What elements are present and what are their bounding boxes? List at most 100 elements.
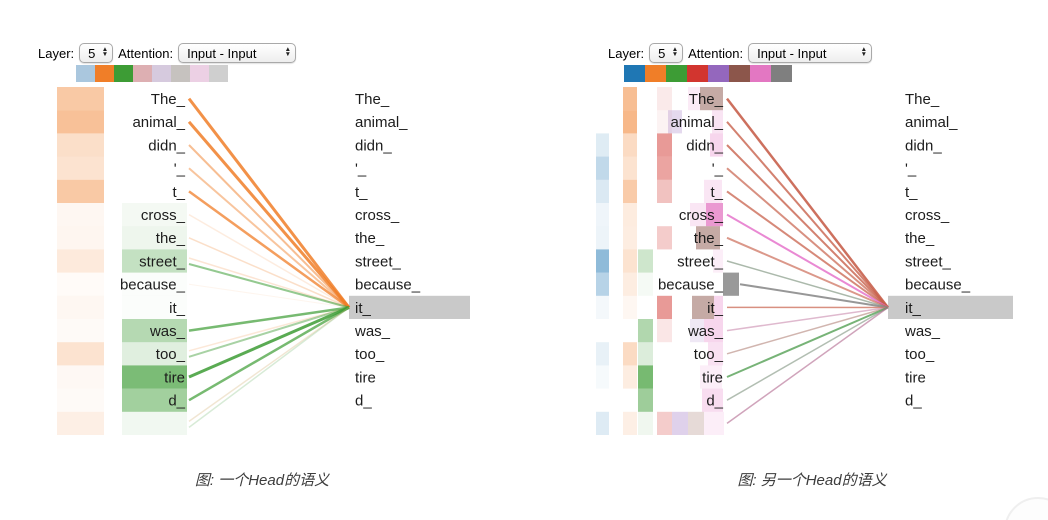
target-token-label[interactable]: it_: [355, 300, 372, 317]
target-token-label[interactable]: '_: [905, 161, 917, 178]
token-label[interactable]: cross_: [679, 207, 724, 224]
token-label[interactable]: The_: [689, 91, 724, 108]
token-label[interactable]: t_: [172, 184, 185, 201]
token-label[interactable]: too_: [694, 346, 724, 363]
heat-cell: [657, 319, 672, 343]
token-label[interactable]: it_: [707, 300, 724, 317]
target-token-label[interactable]: street_: [355, 253, 402, 270]
head-swatch-left-5[interactable]: [152, 65, 171, 82]
head-swatch-left-3[interactable]: [114, 65, 133, 82]
token-label[interactable]: because_: [120, 277, 186, 294]
head-swatch-right-4[interactable]: [687, 65, 708, 82]
target-token-label[interactable]: The_: [905, 91, 940, 108]
token-label[interactable]: street_: [139, 253, 186, 270]
target-token-label[interactable]: The_: [355, 91, 390, 108]
target-token-label[interactable]: because_: [355, 277, 421, 294]
token-label[interactable]: tire: [702, 369, 723, 386]
target-token-label[interactable]: was_: [354, 323, 391, 340]
head-swatch-right-1[interactable]: [624, 65, 645, 82]
target-token-label[interactable]: street_: [905, 253, 952, 270]
heat-cell: [668, 110, 682, 134]
target-token-label[interactable]: d_: [355, 393, 372, 410]
attention-line: [726, 190, 889, 309]
heat-cell: [623, 272, 637, 296]
token-label[interactable]: animal_: [132, 114, 185, 131]
attention-line: [188, 190, 350, 309]
token-label[interactable]: too_: [156, 346, 186, 363]
head-swatch-left-7[interactable]: [190, 65, 209, 82]
target-token-label[interactable]: didn_: [905, 137, 942, 154]
token-label[interactable]: d_: [168, 393, 185, 410]
token-label[interactable]: was_: [687, 323, 724, 340]
token-label[interactable]: because_: [658, 277, 724, 294]
target-token-label[interactable]: cross_: [355, 207, 400, 224]
head-swatch-left-1[interactable]: [76, 65, 95, 82]
token-label[interactable]: didn_: [686, 137, 723, 154]
head-swatch-right-5[interactable]: [708, 65, 729, 82]
layer-label: Layer:: [38, 45, 75, 61]
target-token-label[interactable]: '_: [355, 161, 367, 178]
token-label[interactable]: was_: [149, 323, 186, 340]
heat-cell: [700, 365, 722, 389]
head-swatch-right-6[interactable]: [729, 65, 750, 82]
heat-cell: [623, 249, 637, 273]
target-token-label[interactable]: didn_: [355, 137, 392, 154]
layer-select-right[interactable]: 5 ▲▼: [649, 43, 684, 63]
target-token-label[interactable]: too_: [905, 346, 935, 363]
heat-cell: [57, 87, 104, 111]
heat-cell: [623, 226, 637, 250]
token-label[interactable]: tire: [164, 369, 185, 386]
token-label[interactable]: cross_: [141, 207, 186, 224]
token-label[interactable]: the_: [694, 230, 724, 247]
token-label[interactable]: the_: [156, 230, 186, 247]
target-token-label[interactable]: because_: [905, 277, 971, 294]
token-label[interactable]: it_: [169, 300, 186, 317]
token-label[interactable]: d_: [706, 393, 723, 410]
head-swatch-right-3[interactable]: [666, 65, 687, 82]
target-token-label[interactable]: tire: [905, 369, 926, 386]
heat-cell: [657, 110, 672, 134]
token-label[interactable]: The_: [151, 91, 186, 108]
caption-right: 图: 另一个Head的语义: [737, 472, 887, 489]
head-swatch-right-8[interactable]: [771, 65, 792, 82]
target-token-label[interactable]: cross_: [905, 207, 950, 224]
target-token-label[interactable]: was_: [904, 323, 941, 340]
target-token-label[interactable]: too_: [355, 346, 385, 363]
head-swatch-left-8[interactable]: [209, 65, 228, 82]
heat-cell: [704, 179, 722, 203]
heat-cell: [57, 226, 104, 250]
head-palette-left: [76, 65, 228, 82]
head-swatch-left-4[interactable]: [133, 65, 152, 82]
token-label[interactable]: didn_: [148, 137, 185, 154]
head-swatch-left-6[interactable]: [171, 65, 190, 82]
target-token-label[interactable]: the_: [355, 230, 385, 247]
token-label[interactable]: '_: [712, 161, 724, 178]
heat-cell: [700, 87, 723, 111]
head-swatch-right-7[interactable]: [750, 65, 771, 82]
heat-cell: [57, 273, 104, 296]
stepper-icon: ▲▼: [101, 46, 109, 58]
target-token-label[interactable]: t_: [905, 184, 918, 201]
attention-line: [188, 283, 350, 308]
target-token-label[interactable]: it_: [905, 300, 922, 317]
stepper-icon: ▲▼: [671, 46, 679, 58]
attention-select-right[interactable]: Input - Input ▲▼: [748, 43, 873, 63]
attention-label: Attention:: [118, 45, 174, 61]
token-label[interactable]: animal_: [670, 114, 723, 131]
token-label[interactable]: t_: [710, 184, 723, 201]
target-token-label[interactable]: animal_: [355, 114, 408, 131]
attention-value: Input - Input: [187, 45, 257, 61]
heat-cell: [638, 388, 653, 412]
attention-select-left[interactable]: Input - Input ▲▼: [178, 43, 297, 63]
layer-select-left[interactable]: 5 ▲▼: [79, 43, 114, 63]
head-swatch-right-2[interactable]: [645, 65, 666, 82]
target-token-label[interactable]: the_: [905, 230, 935, 247]
head-swatch-left-2[interactable]: [95, 65, 114, 82]
target-token-label[interactable]: t_: [355, 184, 368, 201]
target-token-label[interactable]: d_: [905, 393, 922, 410]
token-label[interactable]: '_: [174, 161, 186, 178]
token-label[interactable]: street_: [677, 253, 724, 270]
heat-cell: [623, 203, 637, 227]
target-token-label[interactable]: tire: [355, 369, 376, 386]
target-token-label[interactable]: animal_: [905, 114, 958, 131]
